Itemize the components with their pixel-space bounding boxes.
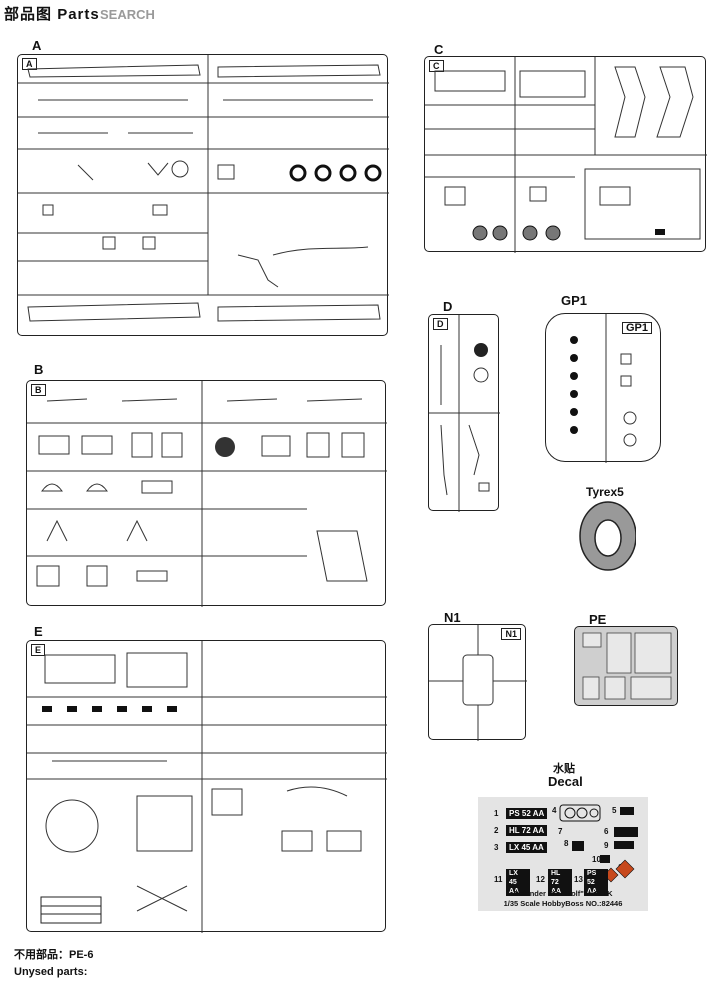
title-cn: 部品图 [4, 6, 53, 23]
sprue-e-frame: E [26, 640, 387, 933]
sprue-label-gp1: GP1 [561, 293, 588, 308]
sprue-d-tag: D [433, 318, 448, 330]
decal-num-9: 9 [604, 841, 609, 850]
sprue-a-drawing [18, 55, 389, 322]
decal-sheet: 1 PS 52 AA 2 HL 72 AA 3 LX 45 AA 4 5 6 7… [478, 797, 648, 911]
tyre-drawing [579, 501, 636, 571]
decal-num-13: 13 [574, 875, 583, 884]
sprue-d-drawing [429, 315, 500, 512]
decal-num-12: 12 [536, 875, 545, 884]
sprue-label-a: A [32, 38, 42, 53]
decal-num-3: 3 [494, 843, 499, 852]
sprue-n1-drawing [429, 625, 527, 741]
sprue-c-frame: C [424, 56, 707, 253]
watermark: SEARCH [100, 7, 155, 22]
page-title: 部品图 Parts [4, 3, 100, 24]
unused-parts-en: Unysed parts: [14, 966, 88, 978]
decal-num-10: 10 [592, 855, 601, 864]
decal-num-8: 8 [564, 839, 569, 848]
tyre-label: Tyrex5 [586, 485, 624, 499]
decal-num-6: 6 [604, 827, 609, 836]
sprue-label-b: B [34, 362, 44, 377]
sprue-label-d: D [443, 299, 453, 314]
decal-num-2: 2 [494, 826, 499, 835]
sprue-c-drawing [425, 57, 707, 253]
sprue-pe-frame [574, 626, 678, 706]
decal-title-cn: 水贴 [553, 763, 575, 775]
sprue-d-frame: D [428, 314, 500, 512]
decal-num-4: 4 [552, 806, 557, 815]
sprue-label-c: C [434, 42, 444, 57]
sprue-e-drawing [27, 641, 387, 933]
sprue-label-pe: PE [589, 612, 607, 627]
decal-plate-13: PS 52 AA [584, 869, 608, 896]
decal-num-7: 7 [558, 827, 563, 836]
unused-parts-cn: 不用部品：PE-6 [14, 949, 94, 961]
decal-plate-1: PS 52 AA [506, 808, 548, 819]
sprue-b-tag: B [31, 384, 46, 396]
decal-title-en: Decal [548, 774, 583, 789]
decal-plate-11: LX 45 AA [506, 869, 530, 896]
sprue-b-drawing [27, 381, 387, 607]
decal-plate-12: HL 72 AA [548, 869, 572, 896]
sprue-a-frame: A [17, 54, 389, 336]
sprue-pe-drawing [582, 632, 672, 700]
sprue-gp1-frame: GP1 [545, 313, 661, 463]
title-en: Parts [57, 6, 100, 23]
decal-caption-model: Defender XD "Wolf" W.M.I.K [513, 889, 613, 898]
decal-caption-scale: 1/35 Scale HobbyBoss NO.:82446 [503, 899, 623, 908]
sprue-gp1-tag: GP1 [621, 322, 652, 334]
sprue-gp1-drawing [570, 314, 637, 463]
sprue-n1-tag: N1 [501, 628, 521, 640]
decal-plate-2: HL 72 AA [506, 825, 548, 836]
sprue-label-n1: N1 [444, 610, 461, 625]
sprue-b-frame: B [26, 380, 387, 607]
sprue-label-e: E [34, 624, 43, 639]
decal-num-1: 1 [494, 809, 499, 818]
decal-num-5: 5 [612, 806, 617, 815]
sprue-e-tag: E [31, 644, 46, 656]
sprue-a-tag: A [22, 58, 37, 70]
decal-plate-3: LX 45 AA [506, 842, 547, 853]
sprue-n1-frame: N1 [428, 624, 527, 741]
decal-num-11: 11 [494, 875, 503, 884]
